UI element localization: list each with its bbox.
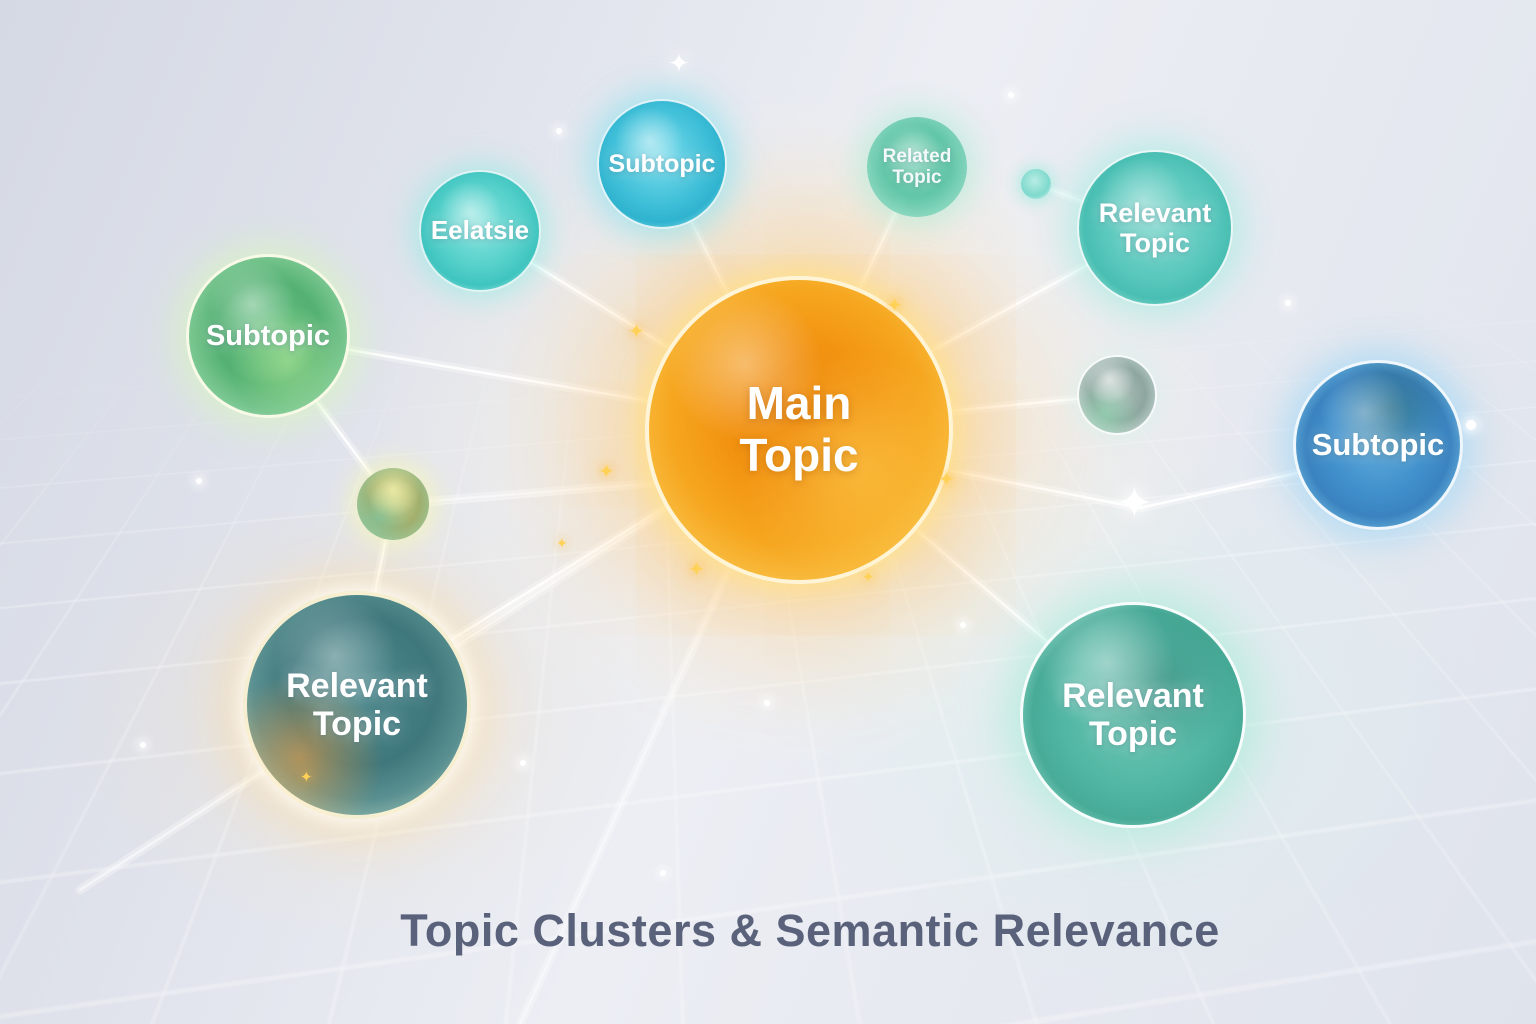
node-related-term-small: Eelatsie bbox=[421, 172, 539, 290]
node-subtopic-top: Subtopic bbox=[599, 101, 725, 227]
node-relevant-topic-lower-left: Relevant Topic bbox=[243, 591, 471, 819]
node-relevant-topic-lower-right: Relevant Topic bbox=[1023, 605, 1243, 825]
node-relevant-topic-upper-right-label: Relevant Topic bbox=[1098, 197, 1212, 258]
node-relevant-topic-lower-left-label: Relevant Topic bbox=[286, 666, 428, 743]
node-related-topic: Related Topic bbox=[867, 117, 967, 217]
node-subtopic-left-label: Subtopic bbox=[205, 319, 331, 352]
node-small-connector-sphere bbox=[1021, 169, 1051, 199]
node-subtopic-right-label: Subtopic bbox=[1311, 426, 1445, 462]
node-main-topic: Main Topic bbox=[645, 276, 953, 584]
node-small-green-sphere bbox=[357, 468, 429, 540]
node-related-topic-label: Related Topic bbox=[882, 145, 952, 188]
caption-title: Topic Clusters & Semantic Relevance bbox=[400, 905, 1220, 956]
node-subtopic-top-label: Subtopic bbox=[608, 150, 716, 178]
node-small-gray-sphere bbox=[1079, 357, 1155, 433]
node-subtopic-right: Subtopic bbox=[1296, 363, 1460, 527]
node-relevant-topic-lower-right-label: Relevant Topic bbox=[1062, 676, 1204, 753]
node-relevant-topic-upper-right: Relevant Topic bbox=[1079, 152, 1231, 304]
node-related-term-small-label: Eelatsie bbox=[430, 215, 530, 246]
node-subtopic-left: Subtopic bbox=[189, 257, 347, 415]
node-main-topic-label: Main Topic bbox=[739, 377, 859, 481]
